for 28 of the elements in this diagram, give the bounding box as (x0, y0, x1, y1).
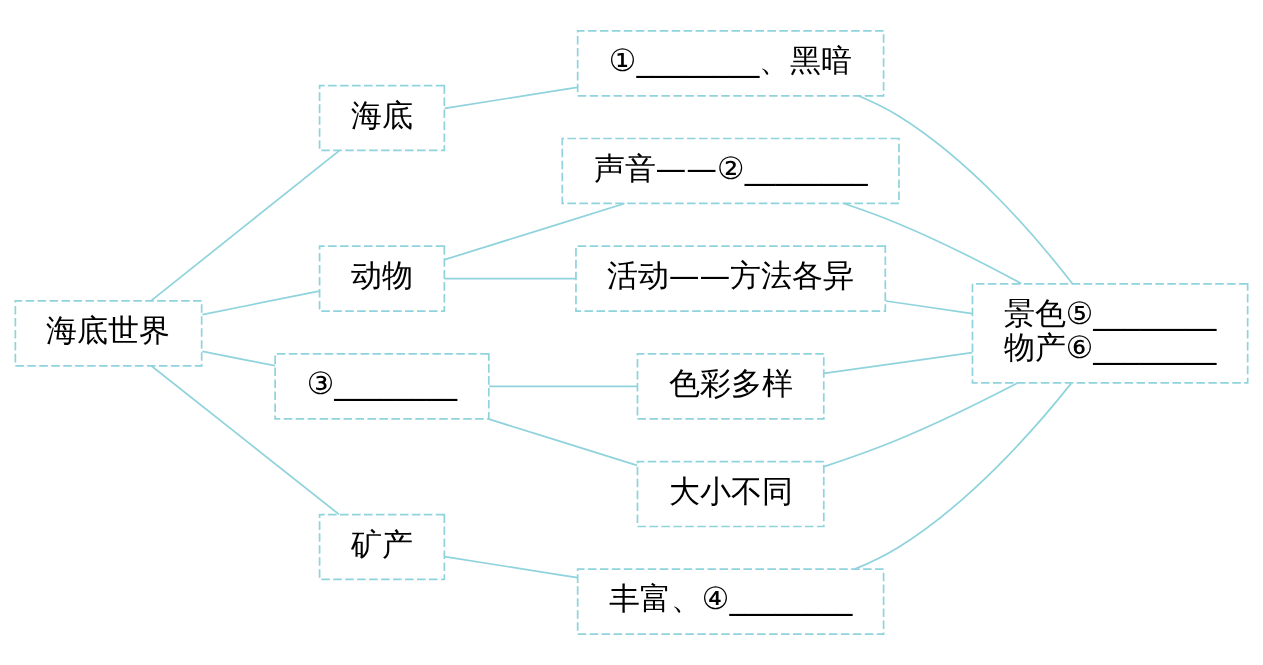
connector (488, 385, 638, 388)
node-box: 丰富、④________ (576, 568, 885, 635)
connector (443, 86, 579, 110)
node-box: 海底世界 (14, 300, 203, 367)
connector (884, 300, 974, 315)
connector (201, 290, 320, 316)
node-box: 声音——②________ (561, 137, 900, 205)
node-box: ①________、黑暗 (576, 30, 885, 97)
connector (443, 277, 577, 280)
node-box: 活动——方法各异 (575, 245, 887, 312)
connector (853, 382, 1072, 570)
node-box: 动物 (318, 245, 446, 312)
connector (823, 382, 1019, 468)
node-box: 色彩多样 (636, 353, 825, 420)
node-box: ③________ (274, 353, 490, 420)
node-box: 矿产 (318, 513, 446, 581)
connector (201, 350, 276, 367)
node-box: 大小不同 (636, 460, 825, 528)
connector (443, 202, 626, 261)
node-box: 海底 (318, 84, 446, 152)
connector (150, 365, 340, 516)
connector (443, 555, 579, 579)
connector (823, 351, 974, 375)
connector (150, 149, 341, 302)
node-box: 景色⑤________ 物产⑥________ (971, 282, 1249, 384)
connector (857, 94, 1074, 285)
connector (843, 202, 1023, 285)
connector (487, 418, 638, 467)
